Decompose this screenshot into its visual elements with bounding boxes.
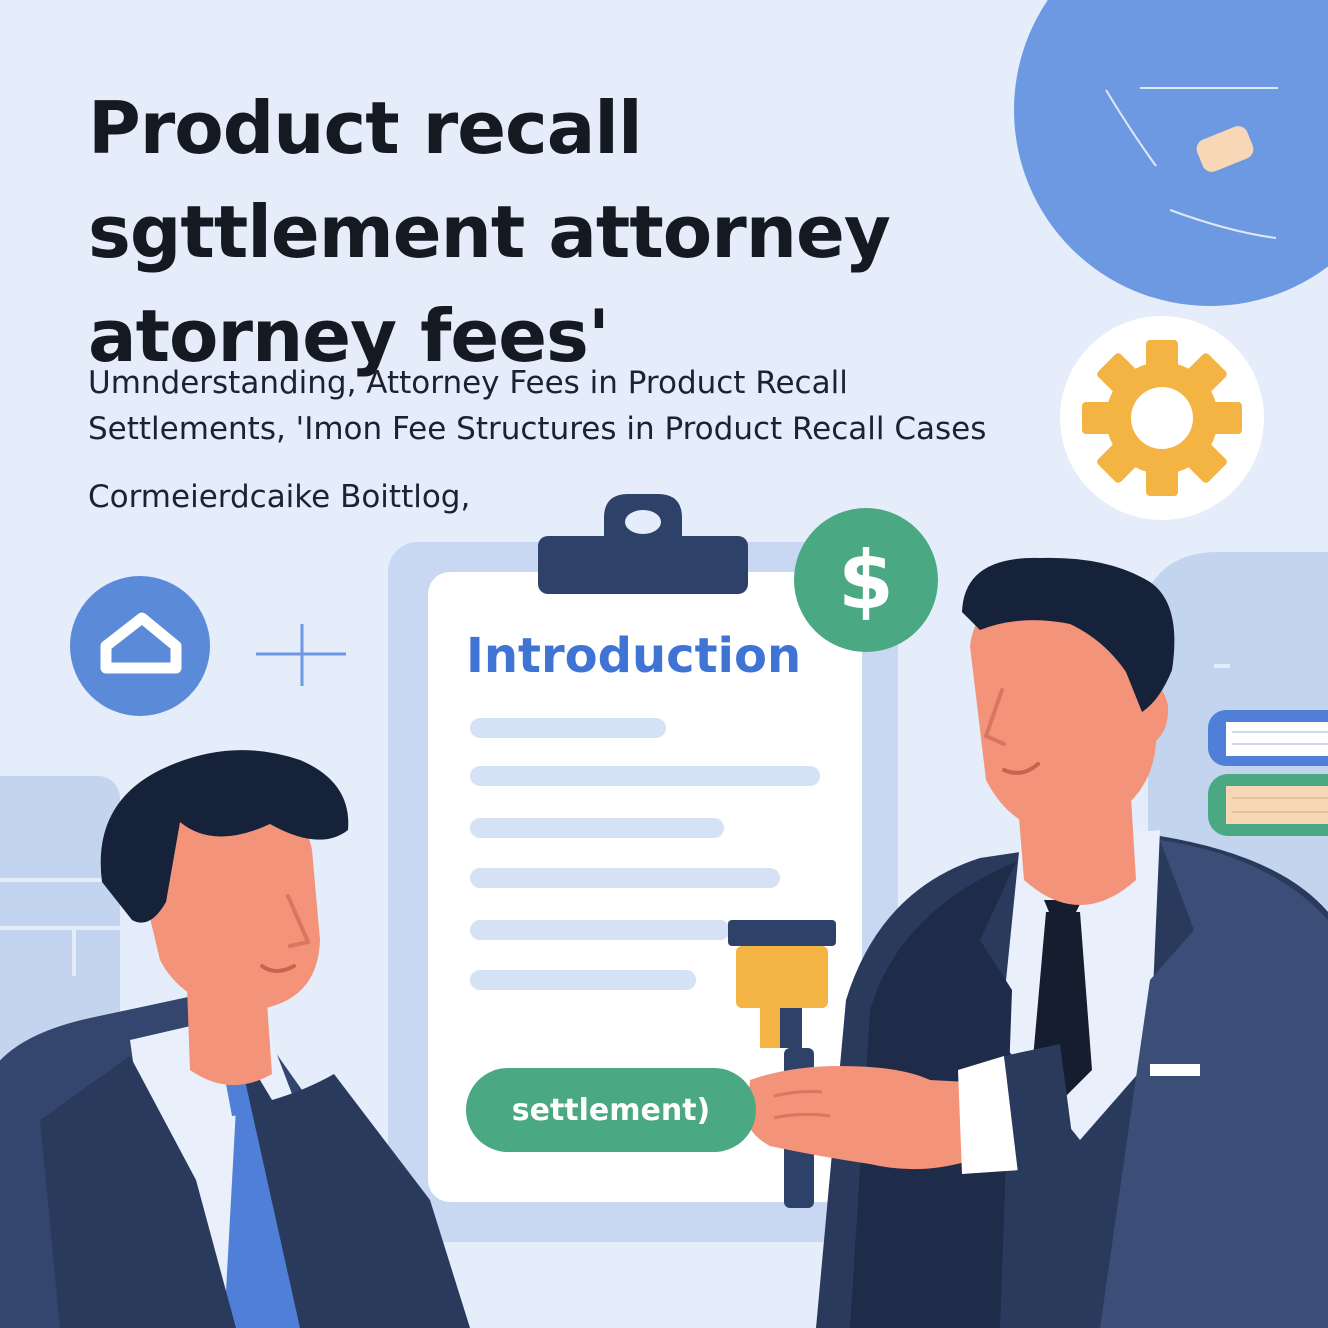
home-icon [70,576,210,716]
blue-circle-decoration [1014,0,1328,306]
clipboard-icon [388,494,898,1242]
page-title: Product recall sgttlement attorney atorn… [88,76,891,388]
subtitle-line-1: Umnderstanding, Attorney Fees in Product… [88,365,848,401]
title-line-1: Product recall [88,86,643,170]
books-icon [1208,710,1328,836]
document-heading: Introduction [466,628,802,684]
plus-icon [256,624,346,686]
subtitle-block: Umnderstanding, Attorney Fees in Product… [88,360,986,520]
left-lawyer-figure [0,750,470,1328]
subtitle-line-3: Cormeierdcaike Boittlog, [88,479,471,515]
subtitle-line-2: Settlements, 'Imon Fee Structures in Pro… [88,411,987,447]
settlement-badge-button[interactable]: settlement) [466,1068,756,1152]
title-line-3: atorney fees' [88,294,610,378]
gear-icon [1060,316,1264,520]
title-line-2: sgttlement attorney [88,190,891,274]
dollar-icon: $ [794,508,938,652]
holding-hand [746,1044,1080,1196]
